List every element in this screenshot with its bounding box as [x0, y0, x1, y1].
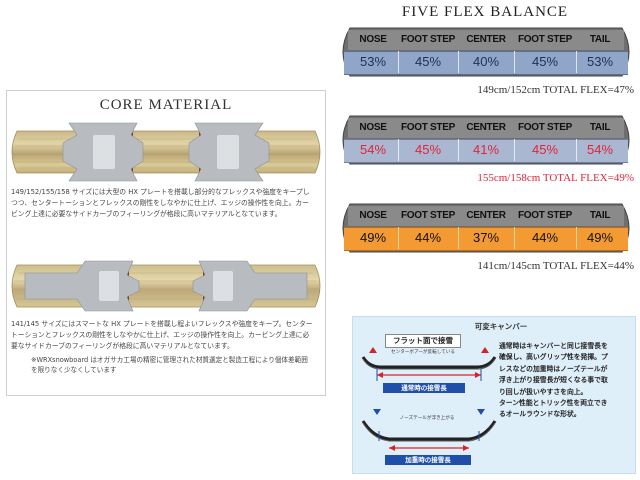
camber-diagram — [361, 347, 497, 451]
flat-contact-label: フラット面で接雪 — [385, 334, 461, 348]
weighted-contact-label: 加重時の接雪長 — [385, 455, 471, 465]
label-center: CENTER — [466, 34, 506, 45]
camber-desc-line: 確保し、高いグリップ性を発揮。プ — [499, 353, 608, 362]
label-foot-step-rear: FOOT STEP — [518, 122, 572, 133]
manufacturing-note: ※WRXsnowboard はオガサカ工場の精密に管理された材質選定と製造工程に… — [31, 356, 308, 374]
label-nose: NOSE — [359, 122, 387, 133]
flex-total-2: 155cm/158cm TOTAL FLEX=49% — [477, 172, 634, 184]
camber-desc-line: り回しが扱いやすさを向上。 — [499, 387, 588, 396]
core-material-panel: CORE MATERIAL — [6, 90, 326, 396]
value-tail: 53% — [586, 54, 614, 69]
variable-camber-panel: 可変キャンバー フラット面で接雪 センターボアーが反転している 通常時の接雪長 … — [352, 316, 636, 474]
camber-description: 通常時はキャンバーと同じ接雪長を 確保し、高いグリップ性を発揮。プ レスなどの加… — [499, 341, 633, 421]
core-board-image-large — [11, 122, 321, 182]
flex-board-2: NOSE FOOT STEP CENTER FOOT STEP TAIL 54%… — [336, 114, 636, 166]
core-board-image-small — [11, 260, 321, 312]
value-center: 37% — [458, 227, 515, 249]
core-description-small: 141/145 サイズにはスマートな HX プレートを搭載し程よいフレックスや強… — [11, 320, 313, 350]
label-nose: NOSE — [359, 34, 387, 45]
value-foot-step-front: 45% — [398, 51, 459, 73]
value-foot-step-front: 44% — [398, 227, 459, 249]
core-description-large: 149/152/155/158 サイズには大型の HX プレートを搭載し部分的な… — [11, 188, 310, 218]
label-foot-step-front: FOOT STEP — [401, 122, 455, 133]
flex-board-3: NOSE FOOT STEP CENTER FOOT STEP TAIL 49%… — [336, 202, 636, 254]
value-center: 41% — [458, 139, 515, 161]
value-foot-step-rear: 45% — [514, 139, 577, 161]
value-foot-step-rear: 45% — [514, 51, 577, 73]
label-center: CENTER — [466, 122, 506, 133]
nose-tail-rise-note: ノーズテールが浮き上がる — [399, 416, 455, 421]
five-flex-balance-title: FIVE FLEX BALANCE — [401, 4, 569, 20]
camber-desc-line: 通常時はキャンバーと同じ接雪長を — [499, 342, 608, 350]
normal-contact-label: 通常時の接雪長 — [383, 383, 465, 393]
camber-desc-line: レスなどの加重時はノーズテールが — [499, 364, 608, 373]
value-nose: 53% — [348, 51, 399, 73]
camber-desc-line: るオールラウンドな形状。 — [499, 410, 581, 419]
core-material-title: CORE MATERIAL — [99, 97, 233, 113]
label-foot-step-front: FOOT STEP — [401, 210, 455, 221]
value-nose: 54% — [348, 139, 399, 161]
flex-total-3: 141cm/145cm TOTAL FLEX=44% — [477, 260, 634, 272]
value-foot-step-rear: 44% — [514, 227, 577, 249]
value-tail: 54% — [586, 142, 614, 157]
camber-title: 可変キャンバー — [474, 322, 528, 331]
camber-desc-line: ターン性能とトリック性を両立でき — [499, 399, 608, 408]
label-foot-step-rear: FOOT STEP — [518, 34, 572, 45]
label-tail: TAIL — [589, 122, 611, 133]
center-bore-note: センターボアーが反転している — [391, 350, 455, 355]
flex-board-1: NOSE FOOT STEP CENTER FOOT STEP TAIL 53%… — [336, 26, 636, 78]
value-nose: 49% — [348, 227, 399, 249]
camber-desc-line: 浮き上がり接雪長が短くなる事で取 — [499, 376, 608, 385]
label-tail: TAIL — [589, 34, 611, 45]
label-tail: TAIL — [589, 210, 611, 221]
value-foot-step-front: 45% — [398, 139, 459, 161]
label-foot-step-rear: FOOT STEP — [518, 210, 572, 221]
value-center: 40% — [458, 51, 515, 73]
label-foot-step-front: FOOT STEP — [401, 34, 455, 45]
label-nose: NOSE — [359, 210, 387, 221]
value-tail: 49% — [586, 230, 614, 245]
flex-total-1: 149cm/152cm TOTAL FLEX=47% — [477, 84, 634, 96]
label-center: CENTER — [466, 210, 506, 221]
